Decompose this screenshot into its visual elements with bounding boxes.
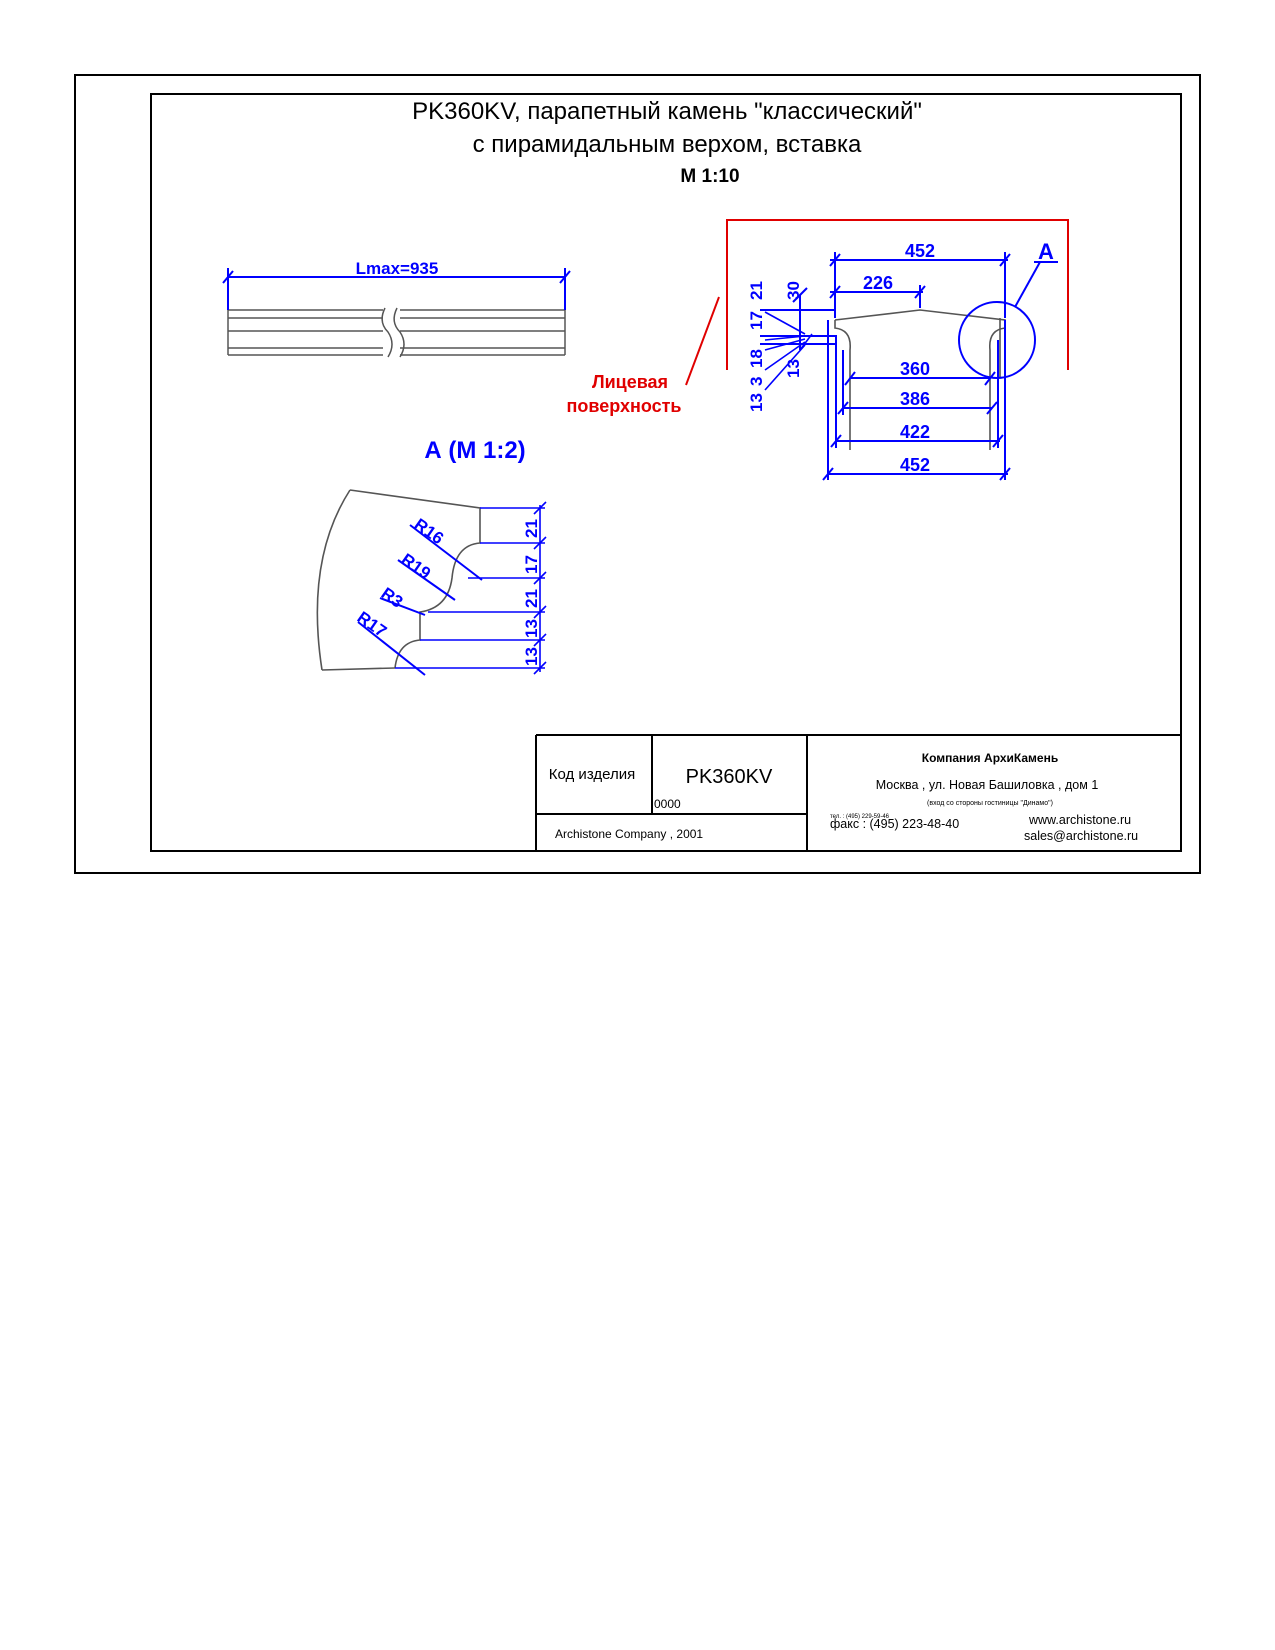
detail-height-21a: 21	[522, 519, 541, 538]
length-dimension	[222, 268, 571, 310]
bottom-dim-386: 386	[900, 389, 930, 409]
face-surface-line	[726, 219, 1069, 370]
company-name: Компания АрхиКамень	[922, 751, 1058, 765]
website[interactable]: www.archistone.ru	[1028, 813, 1131, 827]
detail-extension-lines	[395, 501, 547, 675]
left-dim-13: 13	[747, 393, 766, 412]
length-label: Lmax=935	[356, 259, 439, 278]
detail-marker: А	[1038, 239, 1054, 264]
detail-height-17: 17	[522, 555, 541, 574]
left-dim-18: 18	[747, 349, 766, 368]
left-dim-30: 30	[784, 281, 803, 300]
phone: тел. : (495) 229-59-46	[830, 814, 890, 820]
bottom-dim-422: 422	[900, 422, 930, 442]
radius-r3: R3	[378, 584, 407, 612]
bottom-dim-452: 452	[900, 455, 930, 475]
side-view: Lmax=935	[222, 259, 571, 358]
email[interactable]: sales@archistone.ru	[1024, 829, 1138, 843]
code-value: PK360KV	[686, 766, 773, 788]
copyright: Archistone Company , 2001	[555, 827, 703, 841]
sheet-number: 0000	[654, 797, 681, 811]
radius-r17: R17	[354, 608, 390, 641]
detail-height-13a: 13	[522, 619, 541, 638]
left-stacked-dims: 21 17 18 3 13 30 13	[747, 281, 813, 412]
address-note: (вход со стороны гостиницы "Динамо")	[927, 800, 1053, 807]
top-dimensions	[760, 252, 1011, 350]
code-label: Код изделия	[549, 766, 635, 783]
face-label-line-2: поверхность	[567, 396, 682, 416]
top-overall-dim: 452	[905, 241, 935, 261]
radius-leaders	[357, 524, 483, 676]
inner-frame	[150, 93, 1182, 852]
face-label-line-1: Лицевая	[592, 372, 668, 392]
left-dim-13b: 13	[784, 359, 803, 378]
left-dim-3: 3	[747, 377, 766, 386]
face-surface-leader	[685, 296, 720, 386]
bottom-dimensions	[822, 320, 1011, 481]
company-address: Москва , ул. Новая Башиловка , дом 1	[876, 778, 1099, 792]
left-dim-17: 17	[747, 311, 766, 330]
outer-frame	[74, 74, 1201, 874]
detail-leader	[1014, 261, 1041, 308]
title-line-1: PK360KV, парапетный камень "классический…	[412, 98, 922, 125]
detail-height-21b: 21	[522, 589, 541, 608]
left-dim-21: 21	[747, 281, 766, 300]
title-scale: М 1:10	[680, 166, 739, 187]
fax: факс : (495) 223-48-40	[830, 817, 959, 831]
bottom-dim-360: 360	[900, 359, 930, 379]
title-line-2: с пирамидальным верхом, вставка	[473, 131, 862, 158]
detail-height-13b: 13	[522, 647, 541, 666]
top-half-dim: 226	[863, 273, 893, 293]
radius-r19: R19	[398, 550, 434, 583]
section-view: Лицевая поверхность А	[567, 219, 1069, 481]
radius-r16: R16	[411, 515, 447, 548]
detail-heading: А (М 1:2)	[424, 437, 525, 464]
title-block: Код изделия PK360KV 0000 Archistone Comp…	[535, 734, 1181, 851]
detail-view: А (М 1:2) R16	[316, 437, 547, 676]
detail-profile	[316, 489, 481, 671]
